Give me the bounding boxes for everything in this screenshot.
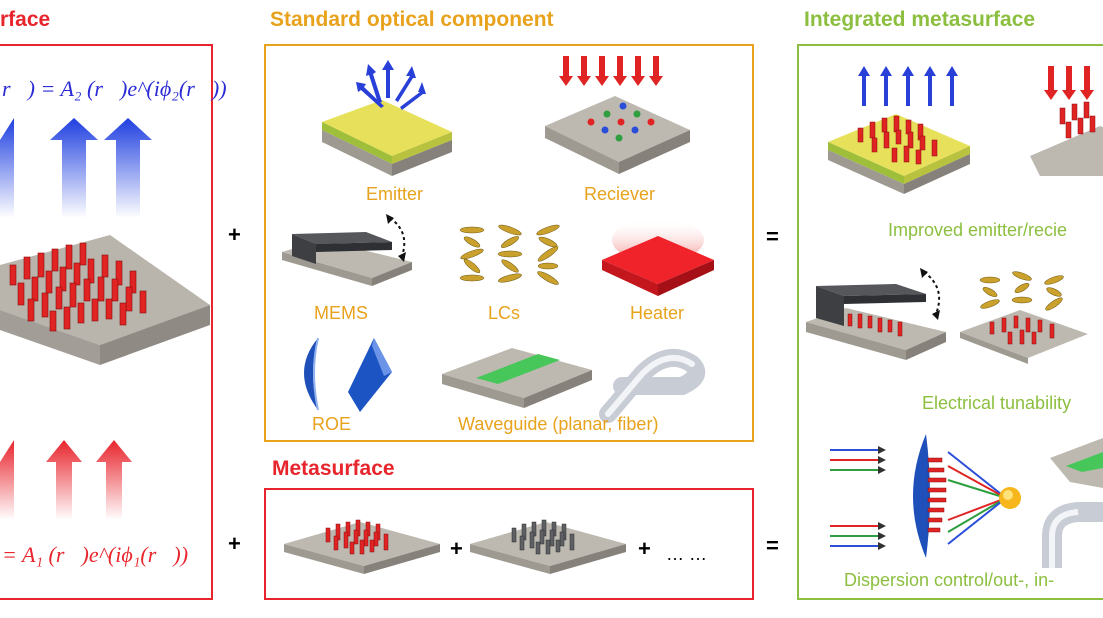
red-arrow: [96, 440, 132, 520]
integrated-panel: [797, 44, 1103, 600]
blue-arrow: [50, 118, 98, 218]
liquid-crystal-helices: [459, 224, 560, 285]
input-field-equation: = A₁ (r⃗)e^(iϕ₁(r⃗)): [2, 542, 188, 568]
input-field-equation-text: = A₁ (r⃗)e^(iϕ₁(r⃗)): [2, 542, 189, 567]
red-arrow: [0, 440, 14, 520]
plus-operator-bottom: +: [228, 531, 241, 556]
blue-arrow: [104, 118, 152, 218]
integrated-mems-illustration: [806, 268, 946, 360]
blue-arrow: [0, 118, 14, 218]
emitted-arrows: [356, 60, 426, 110]
waveguide-illustration: [442, 348, 706, 423]
dispersion-label: Dispersion control/out-, in-: [844, 570, 1055, 590]
red-metasurface-sample: [284, 519, 440, 574]
mems-label: MEMS: [314, 303, 368, 323]
metasurface-small-title: Metasurface: [272, 457, 395, 480]
metasurface-panel: [0, 44, 213, 600]
input-red-arrows: [0, 440, 132, 520]
standard-panel-title: Standard optical component: [270, 8, 554, 31]
roe-illustration: [304, 337, 392, 412]
integrated-panel-title: Integrated metasurface: [804, 8, 1036, 31]
lens-element: [304, 338, 318, 410]
tunability-label: Electrical tunability: [922, 393, 1072, 413]
lcs-illustration: [459, 224, 560, 285]
plus-operator-top: +: [228, 222, 241, 247]
red-arrow: [46, 440, 82, 520]
motion-arrow: [389, 217, 406, 257]
equals-operator-bottom: =: [766, 533, 779, 558]
roe-label: ROE: [312, 414, 352, 434]
waveguide-label: Waveguide (planar, fiber): [458, 414, 659, 434]
output-field-equation: r⃗) = A₂ (r⃗)e^(iϕ₂(r⃗)): [2, 76, 227, 102]
receiver-illustration: [545, 56, 690, 174]
mems-illustration: [282, 214, 412, 286]
detector-dots: [587, 102, 655, 142]
ellipsis-text: … …: [666, 544, 708, 564]
plus-operator-sample-2: +: [638, 536, 651, 561]
lcs-label: LCs: [488, 303, 521, 323]
standard-panel: [264, 44, 754, 442]
meta-lens: [913, 434, 930, 558]
input-beams: [830, 449, 878, 547]
heater-illustration: [602, 218, 714, 296]
emitter-label: Emitter: [366, 184, 424, 204]
integrated-receiver-illustration: [1030, 66, 1103, 176]
heater-label: Heater: [630, 303, 685, 323]
focused-beams: [947, 451, 1007, 545]
metasurface-small-panel: [264, 488, 754, 600]
output-blue-arrows: [0, 118, 152, 218]
equals-operator-top: =: [766, 224, 779, 249]
metasurface-panel-title: rface: [0, 8, 51, 31]
integrated-lcs-illustration: [960, 271, 1088, 364]
gray-metasurface-sample: [470, 519, 626, 574]
improved-label: Improved emitter/recie: [888, 220, 1068, 240]
emitter-illustration: [322, 60, 452, 176]
metasurface-block: [0, 235, 210, 365]
dispersion-illustration: [830, 434, 1103, 568]
output-field-equation-text: r⃗) = A₂ (r⃗)e^(iϕ₂(r⃗)): [2, 76, 227, 101]
incoming-arrows: [559, 56, 663, 86]
plus-operator-sample-1: +: [450, 536, 463, 561]
emitted-arrows: [858, 66, 958, 106]
receiver-label: Reciever: [584, 184, 656, 204]
integrated-emitter-illustration: [828, 66, 970, 194]
